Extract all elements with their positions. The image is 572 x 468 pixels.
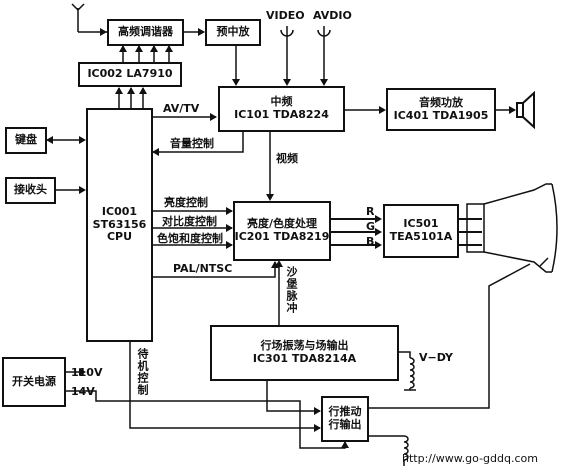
cpu-block: IC001 ST63156 CPU <box>86 108 153 342</box>
hf-tuner-label: 高频调谐器 <box>118 25 173 39</box>
cpu-to-ic002-arrows <box>115 87 147 108</box>
h-drive-line-1: 行推动 <box>328 405 362 419</box>
audio-amp-block: 音频功放 IC401 TDA1905 <box>386 88 496 131</box>
luma-chroma-title: 亮度/色度处理 <box>246 217 318 231</box>
watermark-url[interactable]: http://www.go-gddq.com <box>402 452 538 465</box>
luma-chroma-chip: IC201 TDA8219 <box>234 230 330 243</box>
if-chip: IC101 TDA8224 <box>234 108 329 121</box>
h-drive-block: 行推动 行输出 <box>321 396 369 442</box>
r-label: R <box>366 205 375 218</box>
h-drive-line-2: 行输出 <box>328 418 362 431</box>
video-jack-icon <box>280 26 294 86</box>
contrast-control-label: 对比度控制 <box>162 215 217 228</box>
standby-control-label: 待机控制 <box>136 348 149 396</box>
cpu-line-2: ST63156 <box>92 217 147 231</box>
saturation-control-label: 色饱和度控制 <box>157 232 223 245</box>
scan-title: 行场振荡与场输出 <box>260 339 349 353</box>
speaker-icon <box>516 90 535 130</box>
ic002-to-tuner-arrows <box>119 45 173 62</box>
b-label: B <box>366 235 375 248</box>
video-input-label: VIDEO <box>266 9 305 22</box>
cpu-line-1: IC001 <box>101 205 138 219</box>
pre-if-label: 预中放 <box>216 25 250 39</box>
antenna-icon <box>71 3 107 36</box>
if-block: 中频 IC101 TDA8224 <box>218 86 345 132</box>
luma-chroma-block: 亮度/色度处理 IC201 TDA8219 <box>233 201 331 261</box>
if-title: 中频 <box>270 95 293 109</box>
v110-label: 110V <box>71 366 103 379</box>
keyboard-block: 键盘 <box>5 127 47 154</box>
ic002-label: IC002 LA7910 <box>87 67 173 81</box>
g-label: G <box>366 220 376 233</box>
flyback-coil-icon <box>369 435 409 466</box>
scan-block: 行场振荡与场输出 IC301 TDA8214A <box>210 325 399 381</box>
v-dy-coil-icon <box>399 351 416 391</box>
ic002-block: IC002 LA7910 <box>78 62 182 87</box>
rgb-amp-block: IC501 TEA5101A <box>383 204 459 258</box>
psu-block: 开关电源 <box>2 357 66 407</box>
audio-jack-icon <box>317 26 331 86</box>
keyboard-label: 键盘 <box>15 133 37 147</box>
cpu-line-3: CPU <box>106 230 133 244</box>
hf-tuner-block: 高频调谐器 <box>107 19 184 46</box>
av-tv-label: AV/TV <box>163 102 200 115</box>
pal-ntsc-label: PAL/NTSC <box>173 262 233 275</box>
sandcastle-pulse-label: 沙堡脉冲 <box>285 266 298 314</box>
audio-input-label: AVDIO <box>313 9 352 22</box>
rgb-lines <box>330 215 382 249</box>
crt-icon <box>466 183 558 273</box>
v-dy-label: V−DY <box>419 351 454 364</box>
video-signal-label: 视频 <box>276 152 298 165</box>
receiver-block: 接收头 <box>5 177 56 204</box>
psu-label: 开关电源 <box>12 374 56 388</box>
rgb-amp-line-2: TEA5101A <box>389 230 453 243</box>
audio-amp-title: 音频功放 <box>419 95 463 109</box>
receiver-label: 接收头 <box>14 183 47 197</box>
audio-amp-chip: IC401 TDA1905 <box>393 108 489 122</box>
rgb-amp-line-1: IC501 <box>403 217 439 231</box>
volume-control-label: 音量控制 <box>170 137 214 150</box>
scan-chip: IC301 TDA8214A <box>252 352 357 365</box>
v14-label: 14V <box>71 385 95 398</box>
pre-if-block: 预中放 <box>205 19 261 46</box>
brightness-control-label: 亮度控制 <box>164 196 208 209</box>
